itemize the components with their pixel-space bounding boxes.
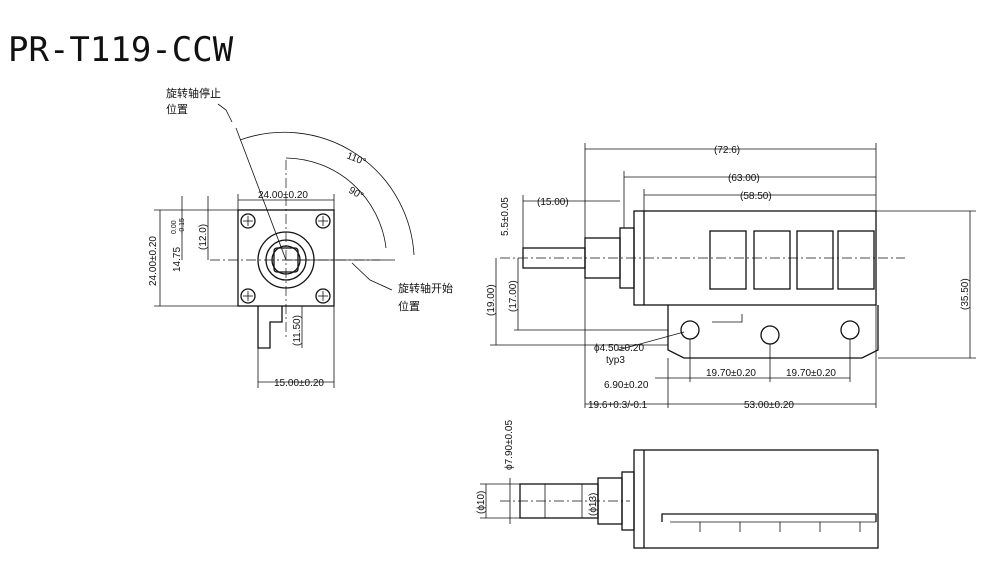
height-left-label: 24.00±0.20: [148, 236, 159, 286]
hole-dia-label: ϕ4.50±0.20: [594, 343, 644, 354]
width-top-label: 24.00±0.20: [258, 190, 308, 201]
shaft-small-label: 5.5±0.05: [500, 197, 511, 236]
mount-hole: [760, 325, 780, 345]
body-length-label: (63.00): [728, 173, 760, 184]
bottom-rail: [661, 513, 877, 522]
coil-window: [796, 230, 834, 290]
mount-hole: [840, 320, 860, 340]
angle-inner-label: 90°: [347, 185, 366, 202]
angle-outer-label: 110°: [345, 151, 368, 169]
overall-length-label: (72.6): [714, 145, 740, 156]
axis-height-label: (19.00): [486, 284, 497, 316]
screw-icon: [240, 213, 256, 229]
shaft-offset-label: 14.75: [172, 247, 183, 272]
shaft-dia-label: ϕ7.90±0.05: [504, 420, 515, 470]
mount-hole: [680, 320, 700, 340]
dia13-label: (ϕ13): [588, 493, 599, 516]
stop-position-label-1: 旋转轴停止: [166, 86, 221, 100]
hole-pitch2-label: 19.70±0.20: [786, 368, 836, 379]
coil-window: [753, 230, 791, 290]
start-position-label-1: 旋转轴开始: [398, 281, 453, 295]
page-title: PR-T119-CCW: [8, 30, 234, 70]
hole-count-label: typ3: [606, 355, 625, 366]
stop-position-label-2: 位置: [166, 102, 188, 116]
front-length-label: 19.6+0.3/-0.1: [588, 400, 648, 411]
arc-110: [239, 131, 415, 256]
mount-tab: [257, 306, 283, 349]
shaft-length-label: (15.00): [537, 197, 569, 208]
half-height-label: (12.0): [198, 224, 209, 250]
bottom-view: [480, 449, 879, 549]
dia10-label: (ϕ10): [476, 491, 487, 514]
shaft-tol-lower: -0.15: [179, 218, 186, 234]
screw-icon: [240, 288, 256, 304]
screw-icon: [315, 288, 331, 304]
hole-offset-label: 6.90±0.20: [604, 380, 649, 391]
tab-height-label: (11.50): [292, 315, 303, 346]
bottom-width-label: 15.00±0.20: [274, 378, 324, 389]
coil-length-label: (58.50): [740, 191, 772, 202]
bottom-body: [633, 449, 879, 549]
base-plate: [667, 305, 879, 359]
screw-icon: [315, 213, 331, 229]
front-view: [154, 103, 415, 388]
height-total-label: (35.50): [960, 278, 971, 310]
axis-height2-label: (17.00): [508, 280, 519, 312]
coil-window: [837, 230, 875, 290]
coil-window: [709, 230, 747, 290]
shaft-tol-upper: 0.00: [171, 220, 178, 234]
arc-90: [285, 157, 387, 249]
base-length-label: 53.00±0.20: [744, 400, 794, 411]
side-view: [490, 143, 976, 408]
hole-pitch1-label: 19.70±0.20: [706, 368, 756, 379]
start-position-label-2: 位置: [398, 299, 420, 313]
